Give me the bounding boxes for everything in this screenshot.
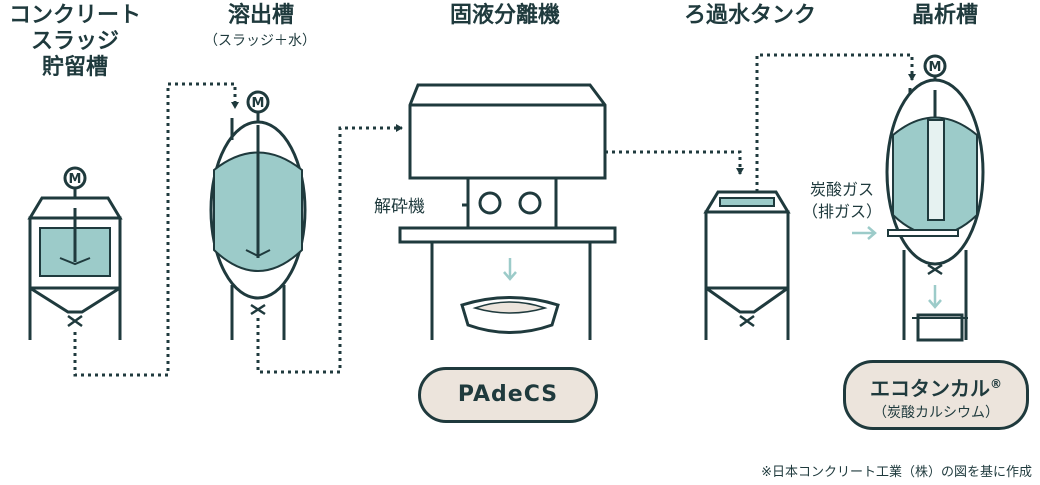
filtrate-tank [703,190,791,340]
stage-title-line: コンクリート [8,3,141,28]
gas-inlet-arrow-icon [852,226,877,240]
dissolution-tank [209,90,307,340]
product-padecs-label: PAdeCS [457,382,559,407]
flow-line [605,150,744,175]
motor-symbol: M [252,96,265,111]
crystallizer-tank [885,54,985,342]
product-padecs-badge: PAdeCS [418,367,598,423]
motor-symbol: M [69,172,82,187]
product-ecotancal-label: エコタンカル [870,376,990,401]
stage-subtitle-dissolution-tank: （スラッジ＋水） [204,33,316,49]
stage-title-filtrate-tank: ろ過水タンク [683,3,816,28]
motor-symbol: M [929,60,942,75]
down-arrow-icon [928,285,942,309]
source-footnote: ※日本コンクリート工業（株）の図を基に作成 [761,465,1032,480]
flow-line [256,124,403,374]
stage-title-line: 貯留槽 [41,55,108,80]
down-arrow-icon [503,258,517,281]
stage-title-storage-tank: コンクリート スラッジ 貯留槽 [0,3,150,81]
stage-title-line: スラッジ [30,29,119,54]
solid-liquid-separator [398,83,617,340]
crusher-label: 解砕機 [374,197,425,217]
product-ecotancal-sublabel: （炭酸カルシウム） [873,404,999,421]
stage-title-dissolution-tank: 溶出槽 [227,3,294,28]
registered-mark: ® [990,377,1002,391]
product-ecotancal-badge: エコタンカル® （炭酸カルシウム） [843,360,1029,430]
gas-label-line2: （排ガス） [801,202,882,221]
stage-title-crystallizer: 晶析槽 [911,3,978,28]
storage-tank [27,166,123,340]
gas-label-line1: 炭酸ガス [809,180,874,199]
stage-title-separator: 固液分離機 [449,3,560,28]
flow-line [73,82,239,377]
